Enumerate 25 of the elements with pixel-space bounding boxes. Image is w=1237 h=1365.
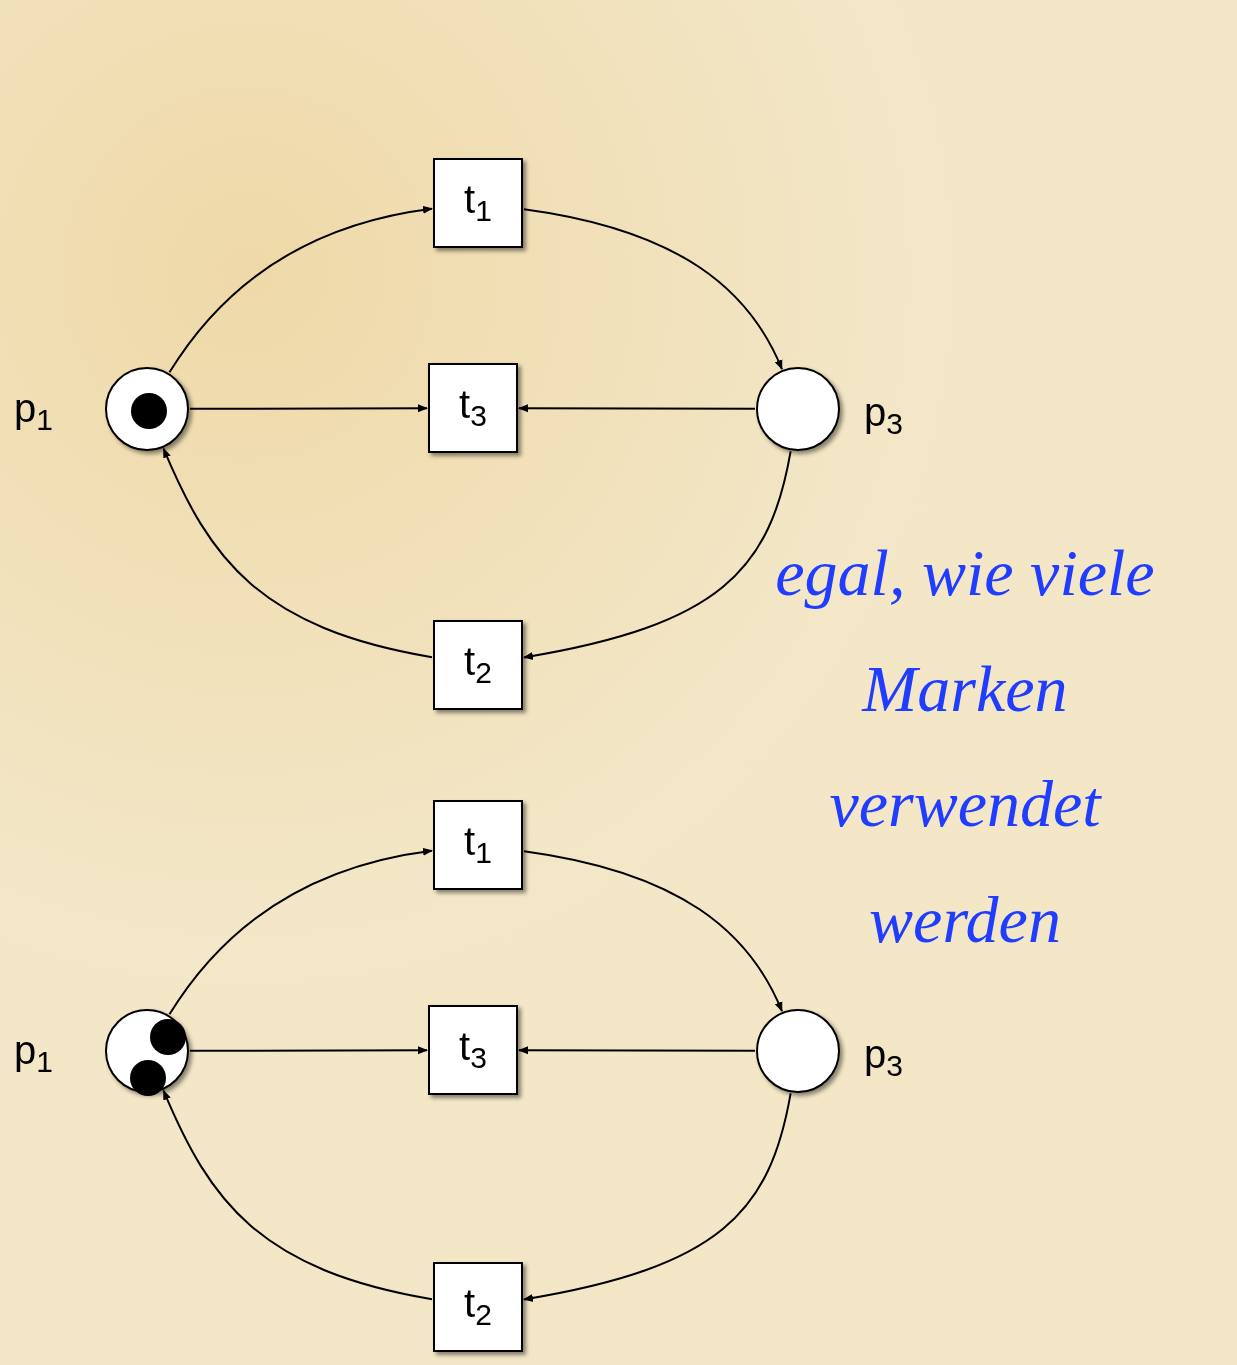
place-label: p$_{3}$ bbox=[864, 392, 903, 432]
transition-label: t$_{1}$ bbox=[464, 179, 492, 227]
transition-label: t$_{2}$ bbox=[464, 1283, 492, 1331]
transition-box bbox=[433, 800, 523, 890]
annotation-text: egal, wie viele Marken verwendet werden bbox=[774, 535, 1156, 958]
place-label: p$_{1}$ bbox=[14, 388, 53, 428]
place-label: p$_{1}$ bbox=[14, 1030, 53, 1070]
arc-arrow bbox=[523, 450, 792, 660]
transition-box bbox=[428, 363, 518, 453]
transition-box bbox=[428, 1005, 518, 1095]
arc-arrow bbox=[523, 1092, 792, 1302]
arc-arrow bbox=[518, 404, 756, 413]
arc-arrow bbox=[189, 1046, 428, 1055]
transition-label: t$_{3}$ bbox=[459, 1026, 487, 1074]
transition-label: t$_{3}$ bbox=[459, 384, 487, 432]
arc-arrow bbox=[168, 206, 433, 374]
transition-box bbox=[433, 620, 523, 710]
transition-label: t$_{2}$ bbox=[464, 641, 492, 689]
arc-arrow bbox=[168, 848, 433, 1016]
arc-arrow bbox=[518, 1046, 756, 1055]
arc-arrow bbox=[189, 404, 428, 413]
transition-label: t$_{1}$ bbox=[464, 821, 492, 869]
transition-box bbox=[433, 1262, 523, 1352]
transition-box bbox=[433, 158, 523, 248]
place-label: p$_{3}$ bbox=[864, 1034, 903, 1074]
